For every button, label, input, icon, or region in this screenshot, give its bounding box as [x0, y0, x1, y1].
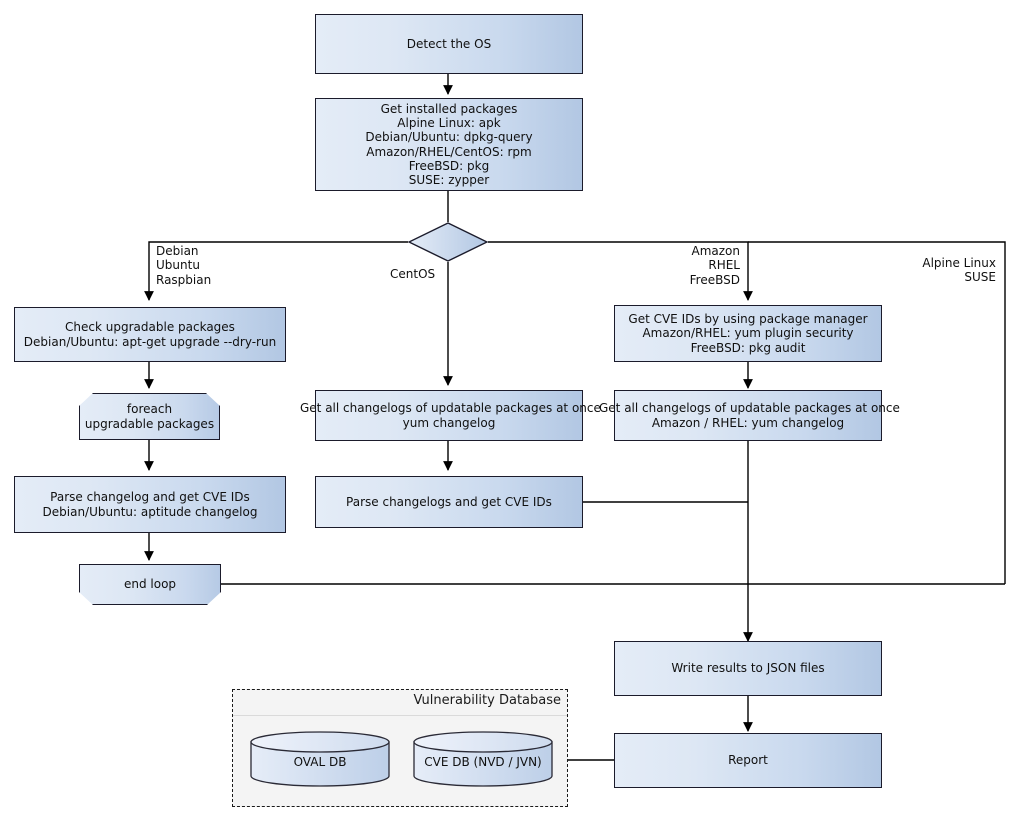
node-parse-changelogs-centos-label: Parse changelogs and get CVE IDs — [346, 494, 552, 509]
line: Amazon / RHEL: yum changelog — [651, 415, 845, 430]
branch-label-debian: Debian Ubuntu Raspbian — [156, 244, 212, 287]
node-detect-os-label: Detect the OS — [406, 36, 492, 51]
line: Get all changelogs of updatable packages… — [300, 401, 601, 416]
database-icon — [413, 731, 553, 787]
line: upgradable packages — [84, 416, 215, 431]
node-get-cve-ids-package-manager-lines: Get CVE IDs by using package manager Ama… — [628, 312, 867, 354]
node-check-upgradable[interactable]: Check upgradable packages Debian/Ubuntu:… — [14, 307, 286, 362]
group-vulnerability-database: Vulnerability Database OVAL DB — [232, 689, 568, 807]
node-check-upgradable-lines: Check upgradable packages Debian/Ubuntu:… — [24, 320, 276, 348]
node-get-cve-ids-package-manager[interactable]: Get CVE IDs by using package manager Ama… — [614, 305, 882, 362]
node-report[interactable]: Report — [614, 733, 882, 788]
node-get-changelogs-centos-lines: Get all changelogs of updatable packages… — [300, 401, 601, 430]
node-os-decision[interactable] — [407, 222, 489, 262]
line: Check upgradable packages — [65, 320, 235, 335]
node-end-loop[interactable]: end loop — [79, 564, 221, 605]
line: Get installed packages — [380, 102, 518, 117]
branch-label-amazon: Amazon RHEL FreeBSD — [689, 244, 740, 287]
node-parse-changelogs-centos[interactable]: Parse changelogs and get CVE IDs — [315, 476, 583, 528]
node-get-changelogs-centos[interactable]: Get all changelogs of updatable packages… — [300, 390, 601, 441]
diamond-icon — [407, 222, 489, 262]
node-get-installed-packages[interactable]: Get installed packages Alpine Linux: apk… — [315, 98, 583, 191]
line: Amazon/RHEL/CentOS: rpm — [366, 144, 532, 159]
database-oval-label: OVAL DB — [293, 755, 347, 769]
line: Debian/Ubuntu: apt-get upgrade --dry-run — [23, 334, 277, 349]
line: Amazon/RHEL: yum plugin security — [642, 326, 854, 341]
node-parse-changelog-debian-lines: Parse changelog and get CVE IDs Debian/U… — [43, 490, 258, 518]
branch-label-centos: CentOS — [390, 267, 436, 281]
node-foreach-loop[interactable]: foreach upgradable packages — [79, 393, 220, 440]
line: FreeBSD: pkg audit — [690, 340, 806, 355]
database-icon — [250, 731, 390, 787]
line: Get all changelogs of updatable packages… — [599, 401, 900, 416]
node-get-installed-packages-lines: Get installed packages Alpine Linux: apk… — [365, 102, 532, 187]
line: yum changelog — [402, 415, 496, 430]
database-cve[interactable]: CVE DB (NVD / JVN) — [413, 731, 553, 787]
line: Alpine Linux: apk — [397, 116, 501, 131]
node-get-changelogs-rhel[interactable]: Get all changelogs of updatable packages… — [599, 390, 900, 441]
node-detect-os[interactable]: Detect the OS — [315, 14, 583, 74]
line: Parse changelog and get CVE IDs — [50, 490, 250, 505]
group-vulnerability-database-title: Vulnerability Database — [413, 693, 561, 708]
line: Debian/Ubuntu: dpkg-query — [365, 130, 533, 145]
group-header-divider — [233, 715, 567, 716]
line: FreeBSD: pkg — [408, 158, 490, 173]
node-end-loop-label: end loop — [123, 577, 177, 592]
branch-label-alpine: Alpine Linux SUSE — [922, 256, 996, 285]
database-cve-label: CVE DB (NVD / JVN) — [424, 755, 542, 769]
node-report-label: Report — [728, 753, 768, 768]
line: Get CVE IDs by using package manager — [628, 312, 868, 327]
node-write-results-label: Write results to JSON files — [671, 661, 825, 676]
node-parse-changelog-debian[interactable]: Parse changelog and get CVE IDs Debian/U… — [14, 476, 286, 533]
line: SUSE: zypper — [408, 172, 490, 187]
node-write-results[interactable]: Write results to JSON files — [614, 641, 882, 696]
line: Debian/Ubuntu: aptitude changelog — [42, 504, 258, 519]
node-get-changelogs-rhel-lines: Get all changelogs of updatable packages… — [599, 401, 900, 430]
database-oval[interactable]: OVAL DB — [250, 731, 390, 787]
node-foreach-loop-lines: foreach upgradable packages — [85, 402, 214, 430]
line: foreach — [126, 402, 173, 417]
